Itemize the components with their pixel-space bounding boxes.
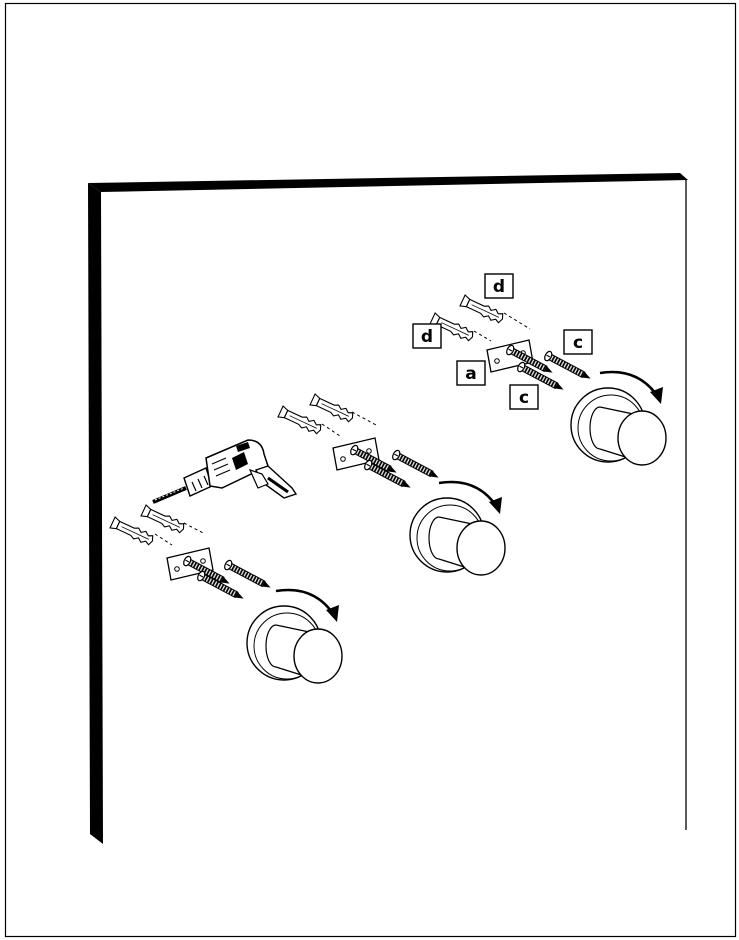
robe-hook-icon bbox=[408, 480, 507, 577]
drill-icon bbox=[152, 439, 298, 504]
robe-hook-icon bbox=[245, 588, 344, 685]
robe-hook-icon bbox=[569, 370, 668, 467]
assembly-3: d d a c c bbox=[412, 273, 668, 467]
label-c-lower: c bbox=[509, 384, 539, 410]
label-a: a bbox=[456, 360, 486, 386]
screw-icon bbox=[542, 349, 594, 384]
label-c-right-text: c bbox=[573, 333, 583, 353]
wall-plug-icon bbox=[109, 516, 156, 548]
page-frame bbox=[4, 2, 737, 938]
label-d-left-text: d bbox=[421, 327, 433, 347]
label-d-left: d bbox=[412, 323, 442, 349]
label-c-right: c bbox=[563, 329, 593, 355]
wall-plug-icon bbox=[277, 405, 324, 437]
wall-plug-icon bbox=[309, 393, 356, 425]
label-d-top-text: d bbox=[493, 277, 505, 297]
wall-plug-icon bbox=[459, 294, 506, 326]
assembly-2 bbox=[277, 393, 507, 577]
wall-plug-icon bbox=[140, 504, 187, 536]
assembly-1 bbox=[109, 504, 344, 685]
label-a-text: a bbox=[465, 364, 476, 384]
screw-icon bbox=[390, 448, 442, 483]
label-c-lower-text: c bbox=[519, 388, 529, 408]
screw-icon bbox=[222, 558, 274, 593]
label-d-top: d bbox=[484, 273, 514, 299]
wall-panel bbox=[88, 173, 688, 844]
